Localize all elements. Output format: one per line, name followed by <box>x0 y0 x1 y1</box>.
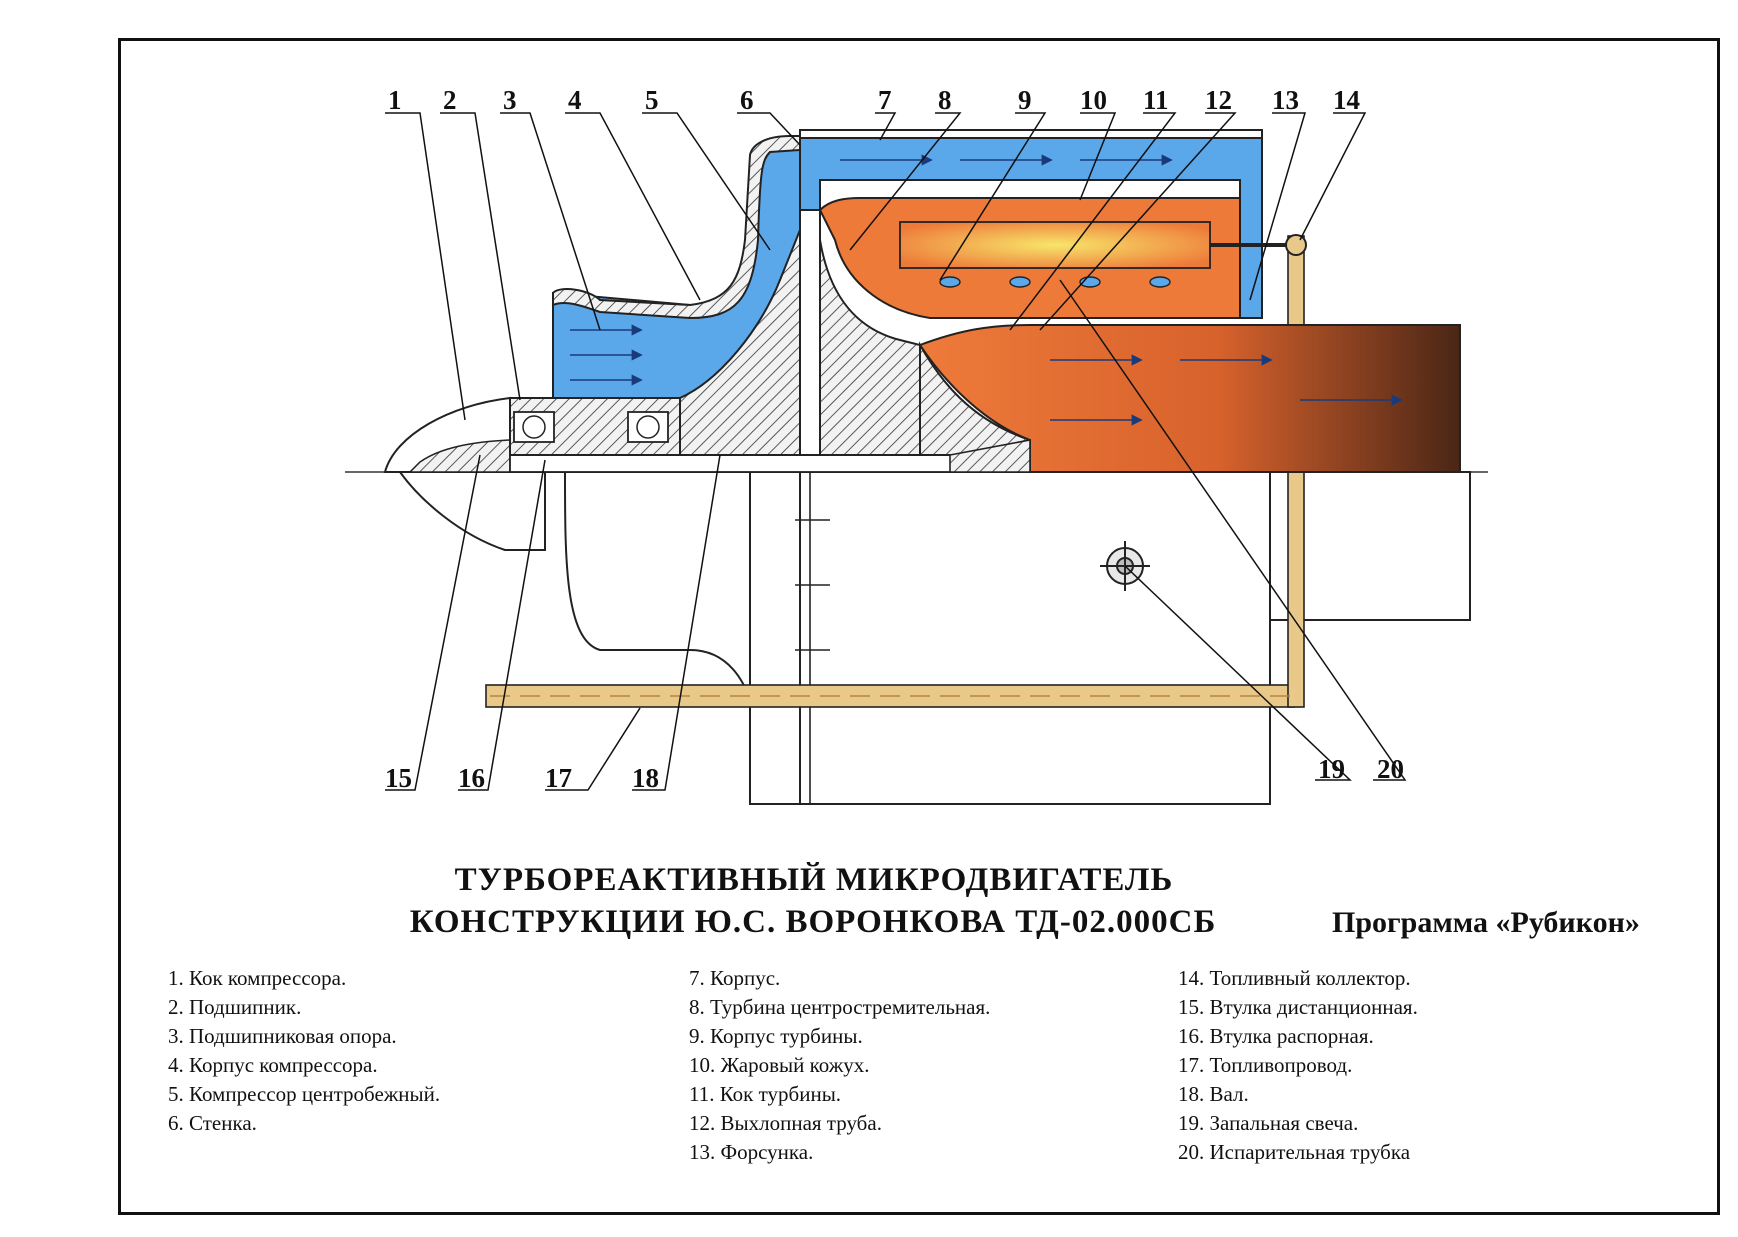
callout-19: 19 <box>1318 754 1345 784</box>
callout-8: 8 <box>938 85 952 115</box>
legend-item: 9. Корпус турбины. <box>689 1024 863 1048</box>
callout-14: 14 <box>1333 85 1360 115</box>
legend-item: 5. Компрессор центробежный. <box>168 1082 441 1106</box>
callout-1: 1 <box>388 85 402 115</box>
legend-item: 4. Корпус компрессора. <box>168 1053 378 1077</box>
legend-item: 15. Втулка дистанционная. <box>1178 995 1418 1019</box>
legend-item: 3. Подшипниковая опора. <box>168 1024 397 1048</box>
callout-17: 17 <box>545 763 572 793</box>
diaphragm-wall <box>799 209 821 456</box>
legend-item: 19. Запальная свеча. <box>1178 1111 1359 1135</box>
legend-item: 11. Кок турбины. <box>689 1082 842 1106</box>
callout-11: 11 <box>1143 85 1169 115</box>
callouts-top: 1 2 3 4 5 6 7 8 9 10 11 12 13 14 <box>388 85 1360 115</box>
callout-20: 20 <box>1377 754 1404 784</box>
callout-2: 2 <box>443 85 457 115</box>
legend-item: 18. Вал. <box>1178 1082 1249 1106</box>
callout-18: 18 <box>632 763 659 793</box>
callout-9: 9 <box>1018 85 1032 115</box>
leader-lines <box>385 112 1407 791</box>
legend-item: 13. Форсунка. <box>689 1140 814 1164</box>
legend-item: 12. Выхлопная труба. <box>689 1111 882 1135</box>
callout-3: 3 <box>503 85 517 115</box>
legend-item: 17. Топливопровод. <box>1178 1053 1353 1077</box>
compressor-housing <box>552 135 801 320</box>
turbine-cone <box>949 439 1031 473</box>
callouts-bottom: 15 16 17 18 19 20 <box>385 754 1404 793</box>
drawing-title-line-2: КОНСТРУКЦИИ Ю.С. ВОРОНКОВА ТД-02.000СБ <box>409 904 1217 940</box>
legend-item: 2. Подшипник. <box>168 995 302 1019</box>
turbine-disc-marks <box>795 472 830 804</box>
legend-column-1: 1. Кок компрессора. 2. Подшипник. 3. Под… <box>168 964 440 1138</box>
evaporator-tube <box>899 221 1211 269</box>
legend-column-3: 14. Топливный коллектор. 15. Втулка дист… <box>1178 964 1418 1167</box>
callout-6: 6 <box>740 85 754 115</box>
callout-12: 12 <box>1205 85 1232 115</box>
legend-item: 20. Испарительная трубка <box>1178 1140 1411 1164</box>
legend-column-2: 7. Корпус. 8. Турбина центростремительна… <box>689 964 990 1167</box>
airflow-arrows <box>570 154 1403 426</box>
centripetal-turbine <box>819 239 921 456</box>
callout-4: 4 <box>568 85 582 115</box>
legend-item: 10. Жаровый кожух. <box>689 1053 870 1077</box>
fuel-nozzles <box>939 276 1171 288</box>
legend-item: 8. Турбина центростремительная. <box>689 995 991 1019</box>
legend-item: 16. Втулка распорная. <box>1178 1024 1374 1048</box>
compressor-wheel <box>679 229 801 456</box>
callout-10: 10 <box>1080 85 1107 115</box>
legend-item: 7. Корпус. <box>689 966 781 990</box>
callout-5: 5 <box>645 85 659 115</box>
lower-outline <box>398 471 1471 805</box>
legend-item: 1. Кок компрессора. <box>168 966 347 990</box>
drawing-frame <box>118 38 1720 1215</box>
program-name: Программа «Рубикон» <box>1332 906 1640 939</box>
callout-13: 13 <box>1272 85 1299 115</box>
legend-item: 6. Стенка. <box>168 1111 257 1135</box>
callout-15: 15 <box>385 763 412 793</box>
legend-item: 14. Топливный коллектор. <box>1178 966 1411 990</box>
callout-7: 7 <box>878 85 892 115</box>
drawing-title-line-1: ТУРБОРЕАКТИВНЫЙ МИКРОДВИГАТЕЛЬ <box>454 862 1174 898</box>
callout-16: 16 <box>458 763 485 793</box>
